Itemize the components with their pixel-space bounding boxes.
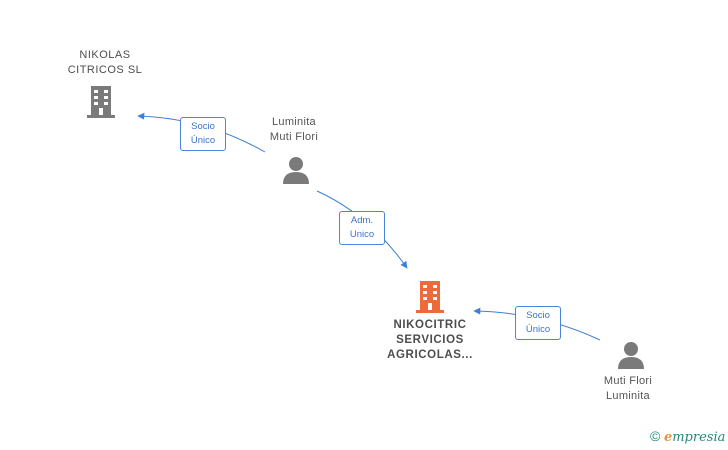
node-label-line: Luminita: [606, 390, 650, 402]
node-label-line: Muti Flori: [603, 375, 653, 387]
node-label-line: Muti Flori: [269, 131, 319, 143]
edge-label-line: Adm.: [350, 215, 374, 226]
brand-name: mpresia: [672, 430, 726, 445]
brand-initial: e: [663, 430, 673, 445]
person-icon[interactable]: [281, 155, 311, 190]
node-label-line: CITRICOS SL: [67, 64, 143, 76]
node-label-nikolas: NIKOLAS CITRICOS SL: [45, 48, 165, 78]
node-label-muti: Muti Flori Luminita: [578, 374, 678, 404]
edge-label-line: Socio: [191, 121, 215, 132]
edge-label-line: Único: [525, 324, 551, 335]
node-label-line: Luminita: [272, 116, 316, 128]
node-label-line: AGRICOLAS...: [387, 349, 473, 361]
empresia-watermark: © empresia: [650, 428, 725, 445]
building-icon-main[interactable]: [414, 279, 446, 318]
node-label-line: NIKOCITRIC: [393, 319, 467, 331]
edge-label-line: Unico: [349, 229, 375, 240]
edge-label-adm-unico[interactable]: Adm. Unico: [339, 211, 385, 245]
node-label-luminita: Luminita Muti Flori: [244, 115, 344, 145]
building-icon[interactable]: [85, 84, 117, 123]
person-icon[interactable]: [616, 340, 646, 375]
edge-label-line: Único: [190, 135, 216, 146]
node-label-line: NIKOLAS: [79, 49, 131, 61]
copyright-symbol: ©: [650, 428, 661, 444]
node-label-line: SERVICIOS: [396, 334, 464, 346]
edge-label-socio-unico[interactable]: Socio Único: [180, 117, 226, 151]
edge-label-line: Socio: [526, 310, 550, 321]
node-label-nikocitric: NIKOCITRIC SERVICIOS AGRICOLAS...: [368, 318, 492, 363]
edge-label-socio-unico[interactable]: Socio Único: [515, 306, 561, 340]
